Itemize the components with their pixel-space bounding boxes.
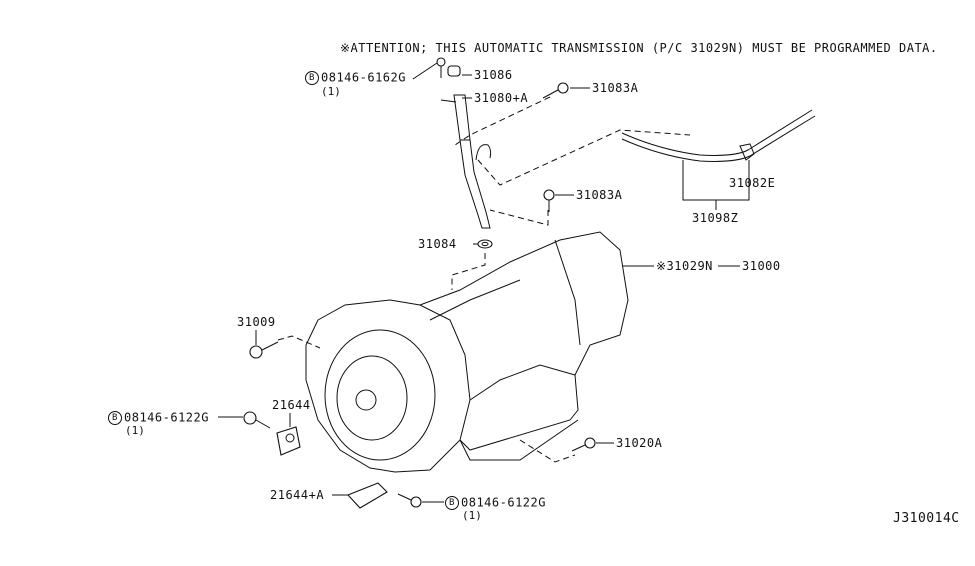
brackets-art — [276, 426, 388, 509]
bolt-qty: (1) — [321, 85, 341, 98]
part-label-31083a-mid[interactable]: 31083A — [576, 188, 623, 202]
bolt-part-number: 08146-6122G — [124, 410, 209, 425]
leader-lines — [218, 62, 750, 503]
bolts-art — [243, 57, 596, 508]
shift-cable — [621, 109, 816, 162]
bolt-b-marker-icon: B — [445, 496, 459, 510]
bolt-b-marker-icon: B — [305, 71, 319, 85]
dashed-connectors — [277, 96, 691, 463]
bolt-qty: (1) — [462, 509, 482, 522]
part-label-31084[interactable]: 31084 — [418, 237, 457, 251]
bolt-part-number: 08146-6122G — [461, 495, 546, 510]
part-label-31029n[interactable]: ※31029N — [656, 259, 713, 273]
part-label-31098z[interactable]: 31098Z — [692, 211, 739, 225]
dipstick-tube — [440, 65, 493, 249]
bolt-part-number: 08146-6162G — [321, 70, 406, 85]
bolt-qty: (1) — [125, 424, 145, 437]
part-label-31086[interactable]: 31086 — [474, 68, 513, 82]
part-label-31083a-top[interactable]: 31083A — [592, 81, 639, 95]
bolt-b-marker-icon: B — [108, 411, 122, 425]
diagram-code: J310014C — [893, 511, 960, 526]
part-label-21644[interactable]: 21644 — [272, 398, 311, 412]
part-label-31000[interactable]: 31000 — [742, 259, 781, 273]
part-label-21644a[interactable]: 21644+A — [270, 488, 325, 502]
part-label-31082e[interactable]: 31082E — [729, 176, 776, 190]
part-label-31020a[interactable]: 31020A — [616, 436, 663, 450]
part-label-31009[interactable]: 31009 — [237, 315, 276, 329]
part-label-31080a[interactable]: 31080+A — [474, 91, 529, 105]
transmission-body — [305, 231, 629, 473]
attention-note: ※ATTENTION; THIS AUTOMATIC TRANSMISSION … — [340, 41, 938, 55]
